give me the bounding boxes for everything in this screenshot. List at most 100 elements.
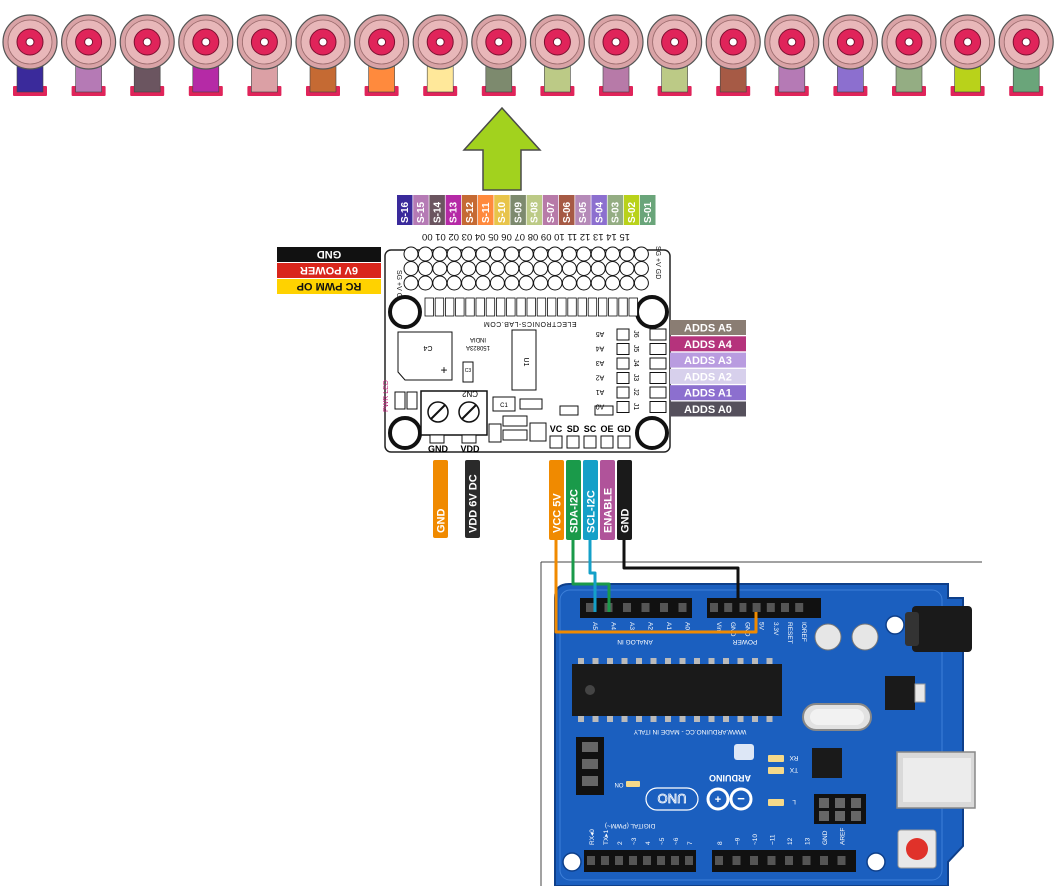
header-pin bbox=[561, 275, 577, 291]
servo-motor bbox=[822, 14, 879, 96]
supply-tag-label: VDD 6V DC bbox=[468, 474, 480, 533]
servo-tag: S-04 bbox=[591, 195, 607, 225]
servo-tag: S-15 bbox=[413, 195, 429, 225]
header-pin bbox=[489, 246, 505, 262]
wire-scl bbox=[588, 540, 597, 612]
header-pin-label: VC bbox=[550, 424, 563, 434]
digital-pin-label: ~5 bbox=[659, 837, 666, 845]
header-body bbox=[712, 850, 856, 872]
analog-in-label: ANALOG IN bbox=[617, 638, 653, 645]
header-socket bbox=[802, 856, 811, 865]
header-socket bbox=[710, 603, 718, 612]
chip-leg bbox=[679, 716, 686, 722]
servo-motor bbox=[998, 14, 1054, 96]
header-socket bbox=[623, 603, 631, 612]
servo-tag: S-09 bbox=[510, 195, 526, 225]
chip-leg bbox=[766, 716, 773, 722]
address-tag-label: ADDS A1 bbox=[684, 388, 732, 400]
chip-leg bbox=[694, 658, 700, 664]
wire-tag-label: SCL-I2C bbox=[586, 490, 598, 533]
header-pin bbox=[446, 275, 462, 291]
servo-tag: S-02 bbox=[623, 195, 640, 225]
resistor bbox=[434, 297, 445, 317]
servo-tag-label: S-15 bbox=[416, 201, 427, 223]
servo-tag-label: S-07 bbox=[546, 201, 557, 223]
header-pin bbox=[417, 261, 433, 276]
header-socket bbox=[641, 603, 650, 612]
power-pin-label: RESET bbox=[786, 622, 793, 644]
resistor bbox=[618, 297, 628, 317]
resistor bbox=[506, 297, 516, 317]
servo-tag-label: S-16 bbox=[400, 201, 411, 223]
header-pin bbox=[417, 246, 433, 262]
digital-pin-label: 13 bbox=[805, 837, 812, 845]
header-pin bbox=[576, 275, 592, 291]
header-pin bbox=[518, 246, 534, 262]
servo-tag-label: S-08 bbox=[530, 201, 541, 223]
digital-pin-label: 7 bbox=[687, 841, 694, 845]
header-socket bbox=[820, 856, 828, 865]
power-pin-label: 3.3V bbox=[772, 622, 779, 636]
servo-tag: S-03 bbox=[607, 195, 624, 225]
chip-leg bbox=[694, 716, 700, 722]
jumper-label: J1 bbox=[632, 403, 639, 411]
address-tag-label: ADDS A0 bbox=[684, 404, 732, 416]
resistor-strip bbox=[424, 297, 638, 317]
chip-leg bbox=[737, 658, 744, 664]
u1-label: U1 bbox=[522, 358, 529, 367]
header-socket bbox=[643, 856, 651, 865]
digital-pin-label: 8 bbox=[717, 841, 724, 845]
resistor bbox=[526, 297, 536, 317]
site-label: ELECTRONICS-LAB.COM bbox=[483, 320, 576, 327]
pwm-driver-board: 15 14 13 12 11 10 09 08 07 06 05 04 03 0… bbox=[383, 231, 671, 454]
header-pin-label: OE bbox=[600, 424, 613, 434]
power-legend-label: GND bbox=[317, 248, 342, 260]
servo-tag: S-12 bbox=[461, 195, 478, 225]
chip-leg bbox=[723, 716, 729, 722]
address-tag: ADDS A3 bbox=[670, 352, 746, 368]
chip-leg bbox=[607, 716, 613, 722]
wire-tag: VCC 5V bbox=[549, 460, 564, 540]
header-pin bbox=[619, 246, 635, 262]
header-pin bbox=[489, 275, 505, 291]
jumper-label: J3 bbox=[632, 374, 639, 382]
row-label-right: SG +V GD bbox=[654, 246, 661, 279]
chip-leg bbox=[752, 716, 758, 722]
resistor bbox=[495, 297, 506, 317]
servo-motor bbox=[119, 14, 175, 96]
servo-motor bbox=[178, 14, 234, 96]
address-tag: ADDS A1 bbox=[670, 385, 746, 401]
servo-tag-label: S-12 bbox=[465, 201, 476, 223]
chip-leg bbox=[578, 716, 584, 722]
address-tag: ADDS A0 bbox=[670, 401, 746, 417]
address-tag-label: ADDS A3 bbox=[684, 355, 732, 367]
analog-pin-label: A3 bbox=[628, 622, 635, 630]
digital-pin-label: ~10 bbox=[752, 834, 759, 845]
brand-label: ARDUINO bbox=[709, 773, 751, 783]
wire-tag-label: GND bbox=[620, 509, 632, 534]
power-legend-item: RC PWM OP bbox=[277, 279, 381, 294]
power-legend: GND 6V POWER RC PWM OP bbox=[277, 247, 381, 294]
chip-leg bbox=[665, 658, 671, 664]
header-pin bbox=[566, 435, 580, 449]
header-pin bbox=[533, 246, 549, 262]
header-pin bbox=[605, 246, 621, 262]
jumper-pad bbox=[616, 372, 630, 384]
address-row-label: A1 bbox=[596, 388, 605, 395]
header-pin bbox=[475, 275, 491, 291]
header-pin bbox=[547, 275, 563, 291]
header-pin bbox=[576, 261, 592, 276]
resistor bbox=[475, 297, 485, 317]
address-resistor bbox=[649, 372, 667, 384]
terminal-gnd-label: GND bbox=[428, 444, 449, 454]
jumper-pad bbox=[616, 386, 630, 399]
servo-tag-label: S-09 bbox=[513, 201, 524, 223]
on-label: ON bbox=[615, 781, 624, 787]
header-pin bbox=[403, 246, 419, 262]
analog-pin-label: A4 bbox=[610, 622, 617, 630]
power-legend-label: 6V POWER bbox=[300, 264, 358, 276]
up-arrow bbox=[462, 106, 542, 191]
status-led bbox=[768, 767, 784, 774]
